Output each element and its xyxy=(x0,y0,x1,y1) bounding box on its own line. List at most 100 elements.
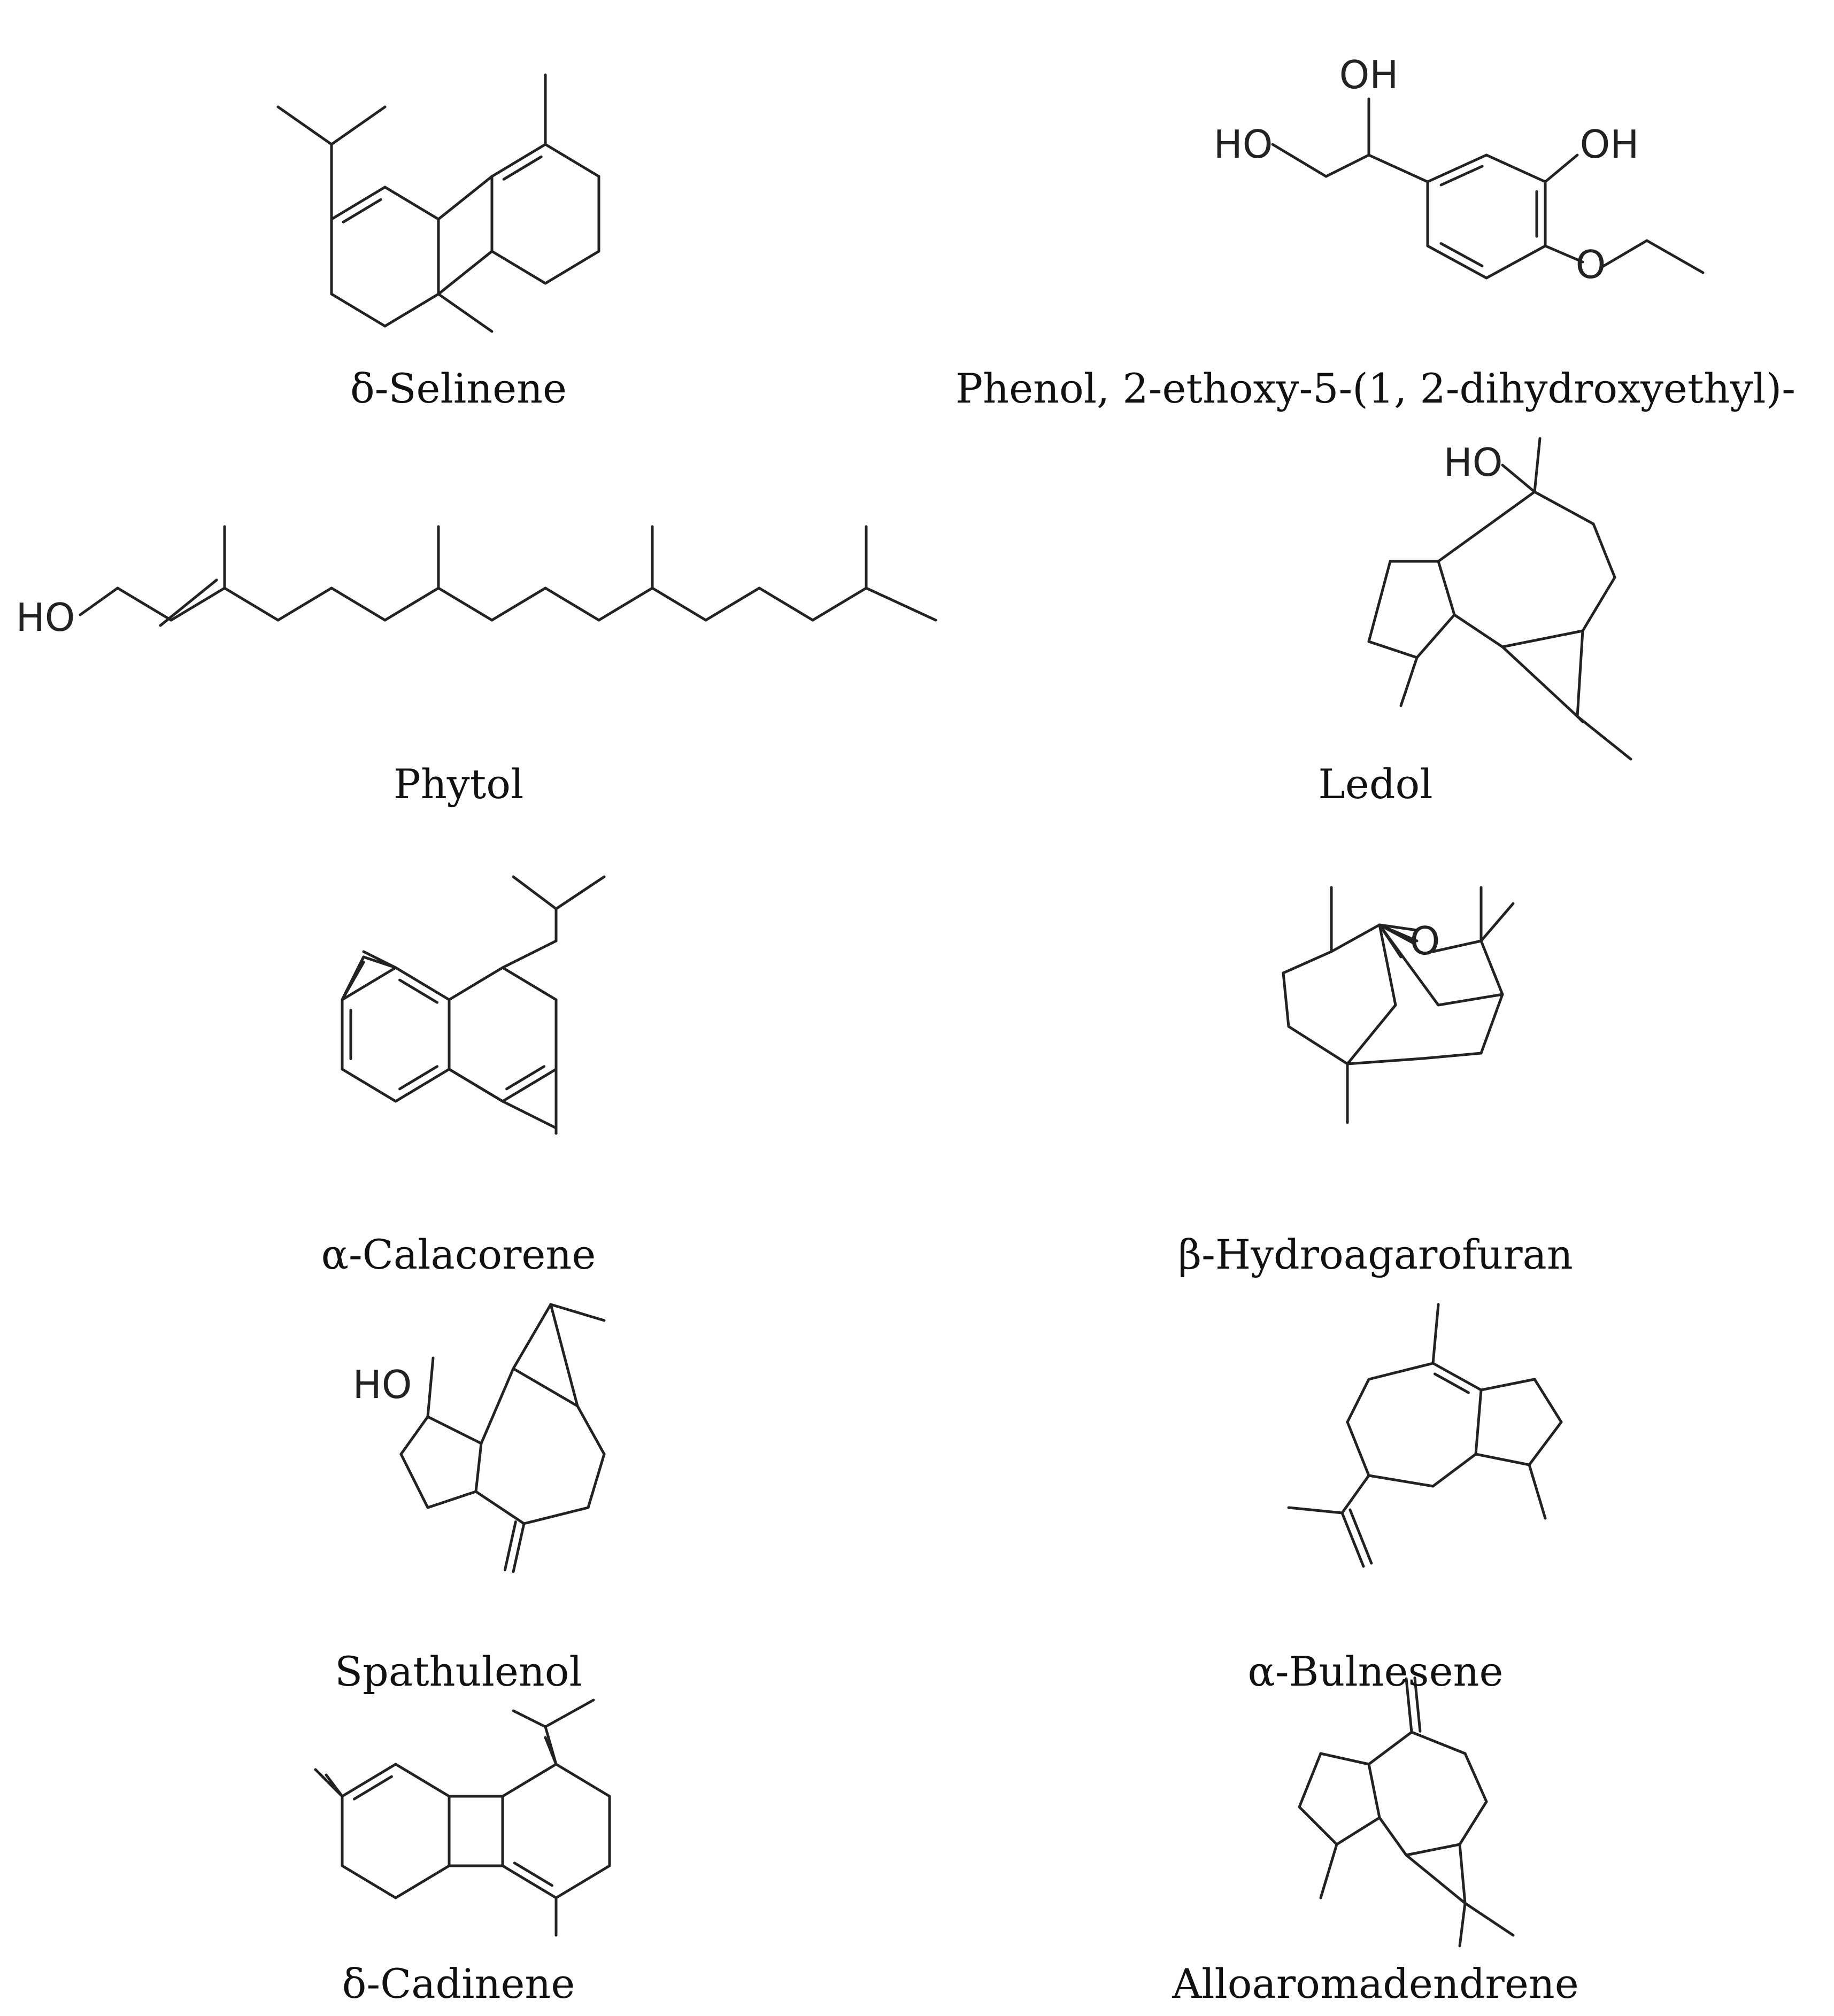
bond-line xyxy=(1367,640,1419,659)
structure-beta-hydroagarofuran: O xyxy=(1282,886,1515,1124)
bond-line xyxy=(1474,1453,1531,1466)
bond-line xyxy=(437,175,494,221)
bond-line xyxy=(426,1415,483,1445)
bond-line xyxy=(394,1864,451,1899)
label-oh-top: OH xyxy=(1339,52,1399,97)
structure-spathulenol: HO xyxy=(353,1303,606,1573)
structure-delta-cadinene xyxy=(314,1698,611,1937)
bond-line xyxy=(1437,490,1536,563)
bond-line xyxy=(522,1506,590,1525)
bond-line xyxy=(1378,923,1416,945)
bond-line xyxy=(512,875,558,910)
structure-alloaromadendrene xyxy=(1298,1676,1515,1948)
caption-delta-cadinene: δ-Cadinene xyxy=(342,1960,575,2007)
caption-alpha-calacorene: α-Calacorene xyxy=(321,1231,596,1278)
bond-line xyxy=(704,586,761,622)
bond-line xyxy=(1405,1677,1413,1734)
bond-line xyxy=(426,1490,477,1509)
label-ho-left: HO xyxy=(1214,122,1273,167)
structure-alpha-calacorene xyxy=(341,875,606,1135)
double-bond-line xyxy=(352,1775,393,1801)
bond-line xyxy=(319,1773,344,1798)
bond-line xyxy=(448,1068,504,1103)
bond-line xyxy=(276,105,333,146)
bond-line xyxy=(1479,1378,1536,1392)
bond-line xyxy=(1378,1816,1408,1857)
double-bond-line xyxy=(513,1861,553,1887)
bond-line xyxy=(512,1709,547,1728)
structure-alpha-bulnesene xyxy=(1287,1303,1563,1568)
bond-line xyxy=(1533,490,1595,526)
label-o-ether: O xyxy=(1576,242,1606,287)
label-ho: HO xyxy=(16,595,75,640)
bond-line xyxy=(341,966,397,1001)
bond-line xyxy=(758,586,814,622)
bond-line xyxy=(1346,1003,1397,1065)
bond-line xyxy=(394,1068,451,1103)
bond-line xyxy=(79,586,119,616)
bond-line xyxy=(1533,1378,1563,1424)
bond-line xyxy=(1576,629,1584,718)
bond-line xyxy=(1282,950,1333,975)
bond-line xyxy=(1415,613,1456,659)
caption-beta-hydroagarofuran: β-Hydroagarofuran xyxy=(1178,1231,1573,1278)
bond-line xyxy=(394,966,451,1001)
caption-phytol: Phytol xyxy=(393,760,524,808)
bond-line xyxy=(223,586,280,622)
double-bond-line xyxy=(398,1065,439,1091)
bond-line xyxy=(1367,1474,1435,1488)
double-bond-line xyxy=(1439,165,1484,187)
double-bond-line xyxy=(503,1520,517,1572)
bond-line xyxy=(549,1303,579,1408)
bond-line xyxy=(480,1367,515,1445)
bond-line xyxy=(1544,244,1584,264)
bond-line xyxy=(1431,1453,1477,1488)
bond-line xyxy=(474,1490,526,1525)
bond-line xyxy=(1367,1763,1381,1819)
caption-alloaromadendrene: Alloaromadendrene xyxy=(1172,1960,1579,2007)
bond-line xyxy=(330,292,387,328)
bond-line xyxy=(1421,1052,1483,1060)
double-bond-line xyxy=(1439,242,1484,267)
bond-line xyxy=(276,586,333,622)
bond-line xyxy=(554,875,606,910)
bond-line xyxy=(341,1763,397,1798)
bond-line xyxy=(490,250,547,285)
bond-line xyxy=(1544,153,1579,183)
bond-line xyxy=(501,939,558,969)
bond-line xyxy=(1298,1752,1322,1809)
double-bond-line xyxy=(502,155,543,181)
bond-line xyxy=(383,586,440,622)
bond-line xyxy=(1463,1752,1488,1803)
bond-line xyxy=(1271,143,1328,178)
bond-line xyxy=(1479,902,1515,943)
bond-line xyxy=(501,1864,558,1899)
structure-phytol: HO xyxy=(16,525,937,640)
bond-line xyxy=(1453,613,1504,648)
bond-line xyxy=(1592,522,1616,579)
bond-line xyxy=(544,250,600,285)
bond-line xyxy=(1319,1752,1370,1766)
bond-line xyxy=(1346,1420,1370,1477)
bond-line xyxy=(1426,153,1488,183)
bond-line xyxy=(1501,645,1579,718)
caption-alpha-bulnesene: α-Bulnesene xyxy=(1247,1648,1504,1695)
bond-line xyxy=(1479,939,1504,996)
bond-line xyxy=(1479,993,1504,1055)
caption-spathulenol: Spathulenol xyxy=(335,1648,582,1695)
bond-line xyxy=(1287,1025,1349,1065)
bond-line xyxy=(1431,1362,1483,1392)
bond-line xyxy=(169,586,226,622)
structure-delta-selinene xyxy=(276,73,600,333)
bond-line xyxy=(437,250,494,296)
bond-line xyxy=(1335,1816,1381,1846)
bond-line xyxy=(1576,715,1584,723)
bond-line xyxy=(1501,629,1584,648)
bond-line xyxy=(383,186,440,221)
bond-line xyxy=(576,1404,606,1456)
bond-line xyxy=(1533,437,1542,493)
bond-line xyxy=(1645,239,1705,274)
structure-ledol: HO xyxy=(1367,437,1632,761)
bond-line xyxy=(1474,1388,1483,1456)
